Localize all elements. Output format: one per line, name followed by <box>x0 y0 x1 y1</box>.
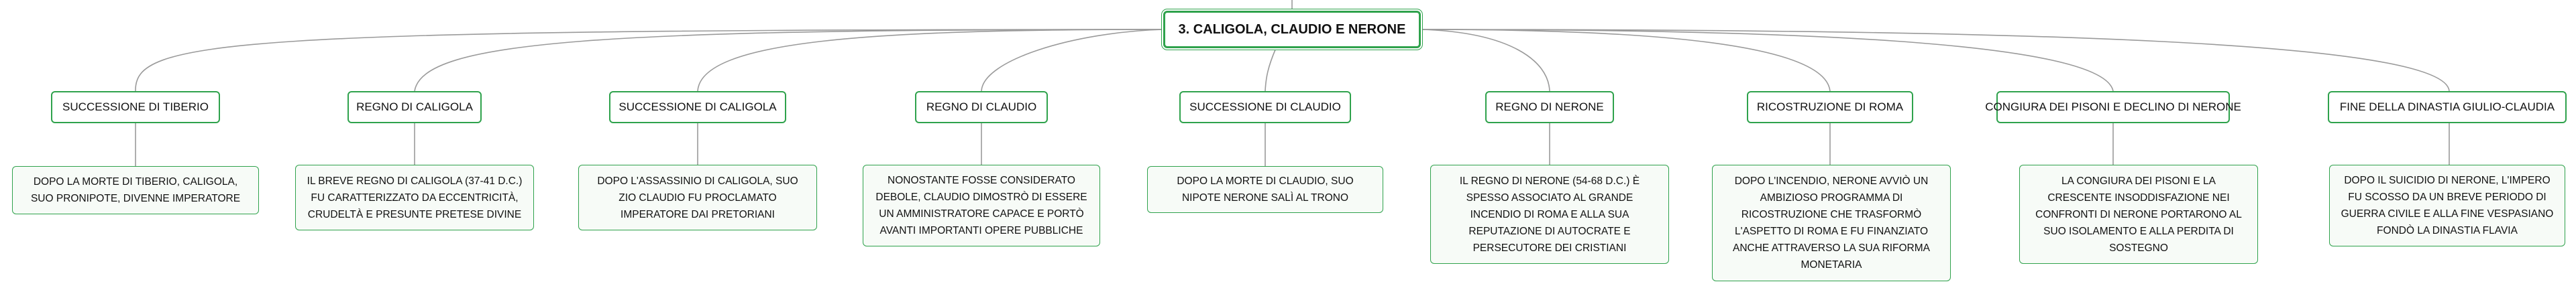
topic-node-regno-caligola[interactable]: REGNO DI CALIGOLA <box>347 91 482 123</box>
connector-root-successione-caligola <box>697 29 1164 92</box>
detail-text: DOPO LA MORTE DI TIBERIO, CALIGOLA, SUO … <box>30 176 241 204</box>
detail-text: DOPO LA MORTE DI CLAUDIO, SUO NIPOTE NER… <box>1177 175 1354 204</box>
detail-text: DOPO L'ASSASSINIO DI CALIGOLA, SUO ZIO C… <box>597 175 798 220</box>
topic-node-ricostruzione-roma[interactable]: RICOSTRUZIONE DI ROMA <box>1747 91 1913 123</box>
topic-node-successione-claudio[interactable]: SUCCESSIONE DI CLAUDIO <box>1179 91 1351 123</box>
topic-node-successione-caligola[interactable]: SUCCESSIONE DI CALIGOLA <box>609 91 786 123</box>
connector-root-tiberio <box>135 29 1164 92</box>
topic-node-regno-nerone[interactable]: REGNO DI NERONE <box>1485 91 1614 123</box>
central-topic-node[interactable]: 3. CALIGOLA, CLAUDIO E NERONE <box>1163 11 1421 48</box>
topic-label: RICOSTRUZIONE DI ROMA <box>1756 100 1904 113</box>
connector-root-regno-claudio <box>981 29 1164 92</box>
topic-label: REGNO DI CALIGOLA <box>356 100 473 113</box>
detail-text: IL REGNO DI NERONE (54-68 D.C.) È SPESSO… <box>1459 175 1640 254</box>
detail-node-congiura-pisoni[interactable]: LA CONGIURA DEI PISONI E LA CRESCENTE IN… <box>2019 165 2258 264</box>
detail-node-regno-claudio[interactable]: NONOSTANTE FOSSE CONSIDERATO DEBOLE, CLA… <box>863 165 1100 246</box>
central-topic-label: 3. CALIGOLA, CLAUDIO E NERONE <box>1178 21 1406 37</box>
connector-root-ricostruzione <box>1420 29 1831 92</box>
topic-label: SUCCESSIONE DI CALIGOLA <box>619 100 777 113</box>
detail-node-regno-nerone[interactable]: IL REGNO DI NERONE (54-68 D.C.) È SPESSO… <box>1430 165 1669 264</box>
detail-text: IL BREVE REGNO DI CALIGOLA (37-41 D.C.) … <box>307 175 523 220</box>
topic-node-successione-tiberio[interactable]: SUCCESSIONE DI TIBERIO <box>51 91 220 123</box>
topic-node-fine-dinastia[interactable]: FINE DELLA DINASTIA GIULIO-CLAUDIA <box>2328 91 2567 123</box>
connector-root-regno-nerone <box>1420 29 1550 92</box>
topic-label: SUCCESSIONE DI TIBERIO <box>62 100 209 113</box>
detail-node-regno-caligola[interactable]: IL BREVE REGNO DI CALIGOLA (37-41 D.C.) … <box>295 165 534 230</box>
connector-root-fine-dinastia <box>1420 29 2450 92</box>
detail-node-fine-dinastia[interactable]: DOPO IL SUICIDIO DI NERONE, L'IMPERO FU … <box>2329 165 2565 246</box>
detail-text: LA CONGIURA DEI PISONI E LA CRESCENTE IN… <box>2035 175 2242 254</box>
detail-text: DOPO L'INCENDIO, NERONE AVVIÒ UN AMBIZIO… <box>1733 175 1930 271</box>
detail-node-successione-claudio[interactable]: DOPO LA MORTE DI CLAUDIO, SUO NIPOTE NER… <box>1147 166 1383 213</box>
detail-node-successione-tiberio[interactable]: DOPO LA MORTE DI TIBERIO, CALIGOLA, SUO … <box>12 166 259 214</box>
topic-node-regno-claudio[interactable]: REGNO DI CLAUDIO <box>915 91 1048 123</box>
connector-root-congiura <box>1420 29 2114 92</box>
connector-root-regno-caligola <box>414 29 1164 92</box>
topic-label: REGNO DI NERONE <box>1495 100 1604 113</box>
detail-node-successione-caligola[interactable]: DOPO L'ASSASSINIO DI CALIGOLA, SUO ZIO C… <box>578 165 817 230</box>
detail-text: DOPO IL SUICIDIO DI NERONE, L'IMPERO FU … <box>2341 175 2554 236</box>
detail-node-ricostruzione-roma[interactable]: DOPO L'INCENDIO, NERONE AVVIÒ UN AMBIZIO… <box>1712 165 1951 281</box>
topic-label: SUCCESSIONE DI CLAUDIO <box>1189 100 1341 113</box>
detail-text: NONOSTANTE FOSSE CONSIDERATO DEBOLE, CLA… <box>875 175 1087 236</box>
topic-label: REGNO DI CLAUDIO <box>926 100 1037 113</box>
topic-node-congiura-pisoni[interactable]: CONGIURA DEI PISONI E DECLINO DI NERONE <box>1985 91 2241 123</box>
topic-label: FINE DELLA DINASTIA GIULIO-CLAUDIA <box>2339 100 2555 113</box>
topic-label: CONGIURA DEI PISONI E DECLINO DI NERONE <box>1985 100 2241 113</box>
connector-root-successione-claudio <box>1265 48 1277 92</box>
